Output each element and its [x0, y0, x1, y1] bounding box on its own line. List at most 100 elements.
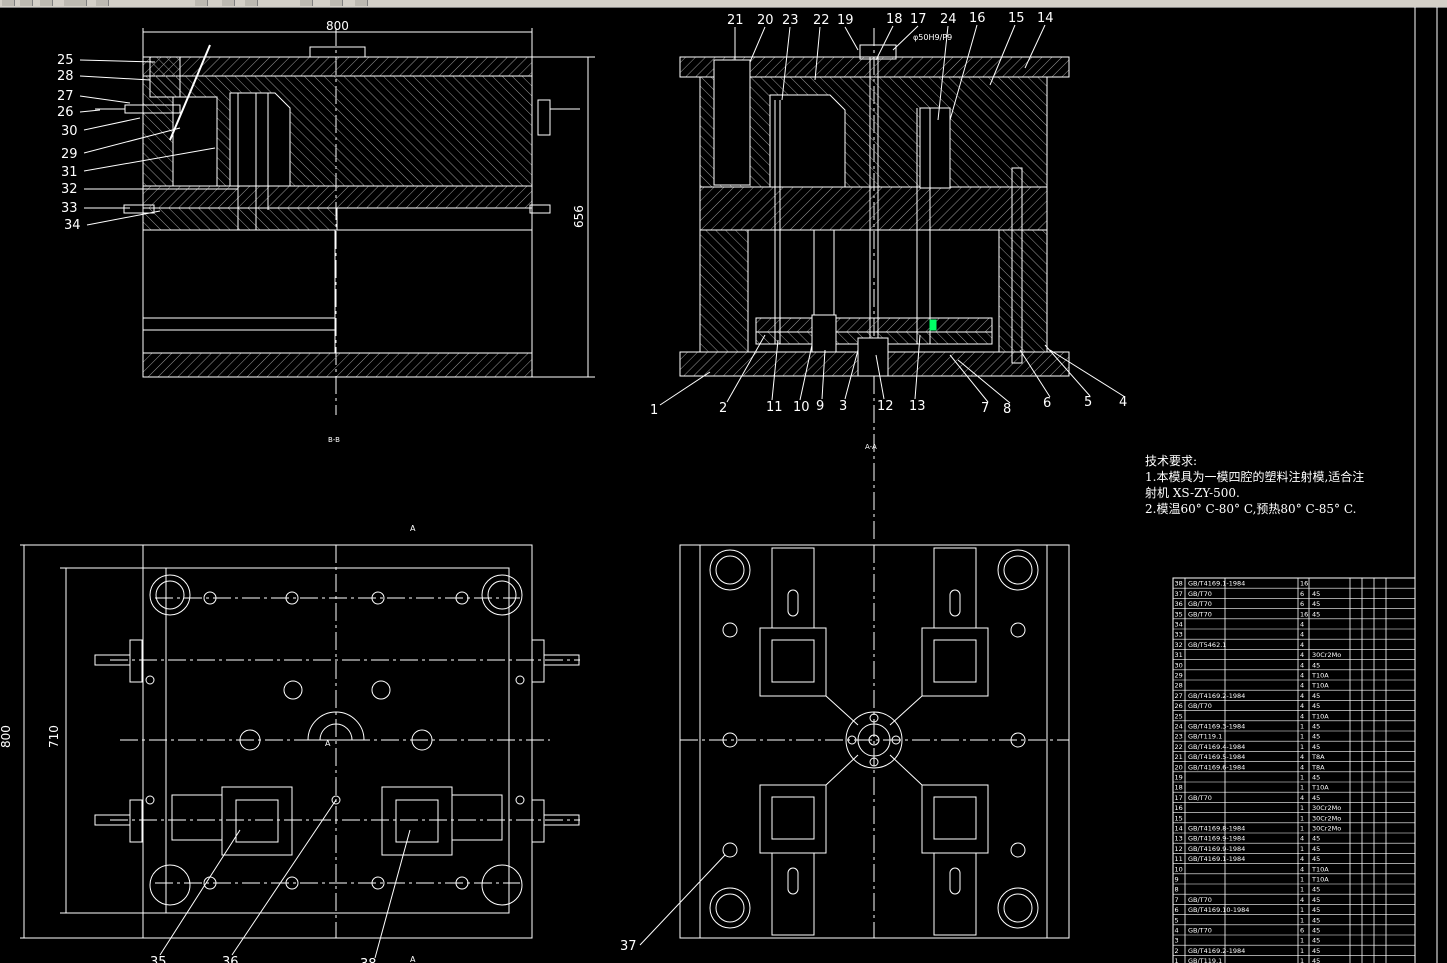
- toolbar-button[interactable]: [20, 0, 33, 6]
- bom-cell-material: 45: [1312, 702, 1320, 710]
- toolbar-button[interactable]: [222, 0, 235, 6]
- bom-cell-no: 15: [1175, 814, 1183, 822]
- toolbar-button[interactable]: [245, 0, 258, 6]
- bom-cell-no: 18: [1175, 784, 1183, 792]
- bom-cell-material: 45: [1312, 794, 1320, 802]
- callout-15: 15: [1008, 11, 1025, 26]
- bom-cell-no: 2: [1175, 947, 1179, 955]
- bom-cell-qty: 4: [1300, 763, 1304, 771]
- bom-cell-qty: 16: [1300, 580, 1308, 588]
- view-label-bb: B-B: [328, 436, 340, 444]
- dim-plan-width: 710: [47, 725, 61, 748]
- callout-leaders-left: [79, 59, 238, 226]
- bom-cell-material: 45: [1312, 835, 1320, 843]
- tech-notes-title: 技术要求:: [1145, 454, 1198, 468]
- bom-cell-no: 36: [1175, 600, 1183, 608]
- bom-cell-qty: 4: [1300, 621, 1304, 629]
- callout-1: 1: [650, 403, 658, 418]
- bom-cell-no: 24: [1175, 723, 1183, 731]
- callout-31: 31: [61, 165, 78, 180]
- tech-notes-line3: 2.模温60° C-80° C,预热80° C-85° C.: [1145, 502, 1357, 516]
- bom-cell-no: 33: [1175, 631, 1183, 639]
- toolbar-button[interactable]: [355, 0, 368, 6]
- bom-cell-qty: 4: [1300, 794, 1304, 802]
- toolbar-button[interactable]: [96, 0, 109, 6]
- toolbar-button[interactable]: [64, 0, 87, 6]
- callout-36: 36: [222, 955, 239, 963]
- dim-plan-height: 800: [0, 725, 13, 748]
- callout-33: 33: [61, 201, 78, 216]
- bom-cell-standard: GB/T70: [1188, 610, 1212, 618]
- bom-cell-standard: GB/T119.1: [1188, 733, 1222, 741]
- bom-cell-qty: 16: [1300, 610, 1308, 618]
- callout-35: 35: [150, 955, 167, 963]
- bom-cell-standard: GB/T4169.8-1984: [1188, 825, 1245, 833]
- bom-cell-standard: GB/T4169.3-1984: [1188, 723, 1245, 731]
- bom-cell-no: 31: [1175, 651, 1183, 659]
- callout-38: 38: [360, 957, 377, 963]
- bom-cell-material: 45: [1312, 845, 1320, 853]
- bom-cell-material: 45: [1312, 937, 1320, 945]
- toolbar-button[interactable]: [300, 0, 313, 6]
- bom-cell-material: 45: [1312, 947, 1320, 955]
- toolbar-button[interactable]: [195, 0, 208, 6]
- bom-cell-no: 28: [1175, 682, 1183, 690]
- callout-leaders-bottom-right: [659, 334, 1126, 406]
- bom-cell-qty: 6: [1300, 927, 1304, 935]
- callout-24: 24: [940, 12, 957, 27]
- bom-cell-qty: 4: [1300, 753, 1304, 761]
- cad-toolbar[interactable]: [0, 0, 1447, 8]
- callout-9: 9: [816, 399, 824, 414]
- bom-cell-qty: 1: [1300, 814, 1304, 822]
- bom-cell-qty: 4: [1300, 702, 1304, 710]
- callout-20: 20: [757, 13, 774, 28]
- bom-cell-qty: 1: [1300, 733, 1304, 741]
- bom-cell-qty: 6: [1300, 600, 1304, 608]
- bom-cell-standard: GB/T119.1: [1188, 957, 1222, 963]
- bom-cell-standard: GB/T4169.6-1984: [1188, 763, 1245, 771]
- bom-cell-qty: 1: [1300, 804, 1304, 812]
- bom-cell-no: 23: [1175, 733, 1183, 741]
- bom-cell-material: T10A: [1311, 682, 1329, 690]
- toolbar-button[interactable]: [2, 0, 15, 6]
- bom-cell-material: T10A: [1311, 876, 1329, 884]
- bom-cell-no: 12: [1175, 845, 1183, 853]
- bom-cell-material: T8A: [1311, 753, 1325, 761]
- bom-cell-material: 45: [1312, 600, 1320, 608]
- bom-cell-standard: GB/T4169.5-1984: [1188, 753, 1245, 761]
- callout-29: 29: [61, 147, 78, 162]
- bom-cell-qty: 1: [1300, 906, 1304, 914]
- callout-25: 25: [57, 53, 74, 68]
- drawing-canvas[interactable]: 800 656 B-B 25 28 27 26 30 29 31 32 33 3…: [0, 7, 1447, 963]
- bom-cell-no: 37: [1175, 590, 1183, 598]
- callout-2: 2: [719, 401, 727, 416]
- view-label-aa: A-A: [865, 443, 877, 451]
- bom-cell-qty: 1: [1300, 957, 1304, 963]
- section-view-bb: [95, 28, 595, 415]
- toolbar-button[interactable]: [40, 0, 53, 6]
- plan-view-right: [639, 544, 1070, 946]
- callout-3: 3: [839, 399, 847, 414]
- callout-6: 6: [1043, 396, 1051, 411]
- bom-cell-material: 45: [1312, 590, 1320, 598]
- bom-cell-no: 30: [1175, 661, 1183, 669]
- bom-cell-standard: GB/T70: [1188, 794, 1212, 802]
- bom-cell-material: 45: [1312, 692, 1320, 700]
- toolbar-button[interactable]: [330, 0, 343, 6]
- bom-cell-qty: 4: [1300, 896, 1304, 904]
- bom-cell-no: 5: [1175, 916, 1179, 924]
- section-cut-letter: A: [325, 739, 331, 748]
- bom-cell-qty: 1: [1300, 937, 1304, 945]
- callout-leaders-top-right: [734, 24, 1046, 121]
- bom-cell-no: 6: [1175, 906, 1179, 914]
- callout-21: 21: [727, 13, 744, 28]
